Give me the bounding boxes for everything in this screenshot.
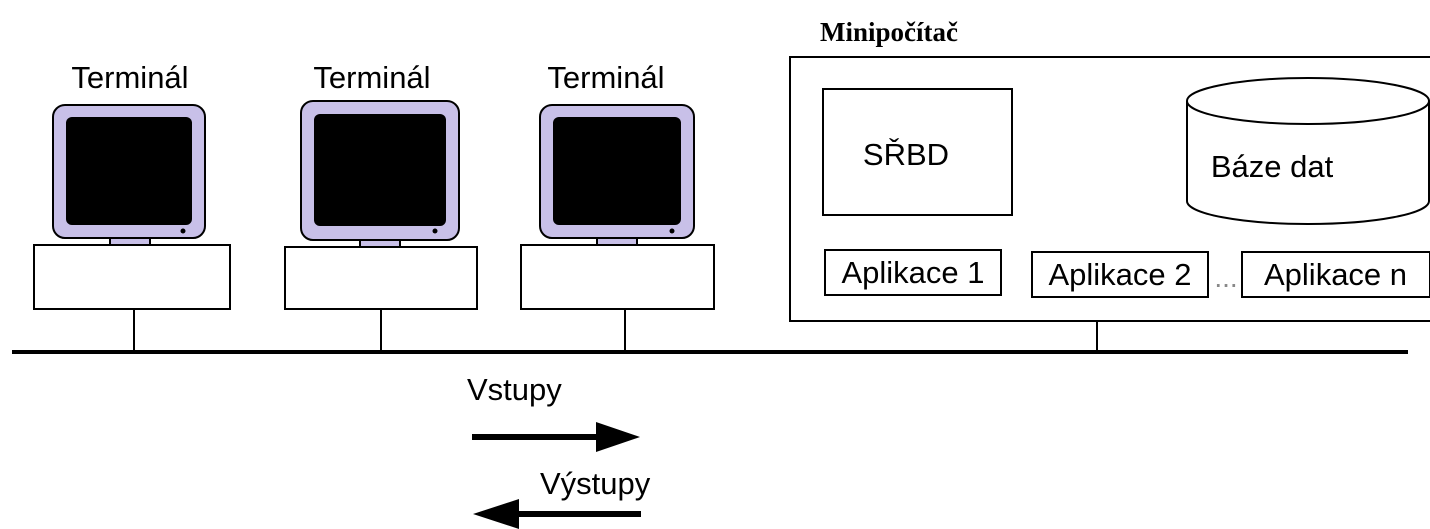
input-flow: Vstupy <box>467 372 640 452</box>
minicomputer-frame <box>789 56 1430 322</box>
monitor-icon <box>52 104 206 247</box>
terminal-base-box <box>284 246 478 310</box>
dbms-box <box>822 88 1013 216</box>
application-label-1: Aplikace 1 <box>841 255 984 290</box>
terminal-1: Terminál <box>33 60 231 352</box>
terminal-label: Terminál <box>547 60 664 95</box>
application-box-2 <box>1031 251 1209 298</box>
database-cylinder-icon <box>1186 77 1430 225</box>
minicomputer-title: Minipočítač <box>820 17 958 47</box>
minicomputer: Minipočítač SŘBD Báze dat Aplikace 1 Apl… <box>789 17 1430 352</box>
monitor-icon <box>539 104 695 247</box>
output-label: Výstupy <box>540 466 651 501</box>
output-flow: Výstupy <box>473 466 651 529</box>
dbms-label: SŘBD <box>863 137 949 172</box>
terminal-base-box <box>33 244 231 310</box>
terminal-label: Terminál <box>313 60 430 95</box>
application-label-2: Aplikace 2 <box>1048 257 1191 292</box>
terminal-2: Terminál <box>284 60 478 352</box>
input-label: Vstupy <box>467 372 562 407</box>
terminal-3: Terminál <box>520 60 715 352</box>
left-arrow-icon <box>473 499 519 529</box>
terminal-base-box <box>520 244 715 310</box>
applications-ellipsis: ... <box>1214 262 1237 293</box>
terminal-label: Terminál <box>71 60 188 95</box>
application-label-n: Aplikace n <box>1264 257 1407 292</box>
right-arrow-icon <box>596 422 640 452</box>
application-box-1 <box>824 249 1002 296</box>
application-box-n <box>1241 251 1430 298</box>
database-label: Báze dat <box>1211 149 1334 184</box>
monitor-icon <box>300 100 460 249</box>
